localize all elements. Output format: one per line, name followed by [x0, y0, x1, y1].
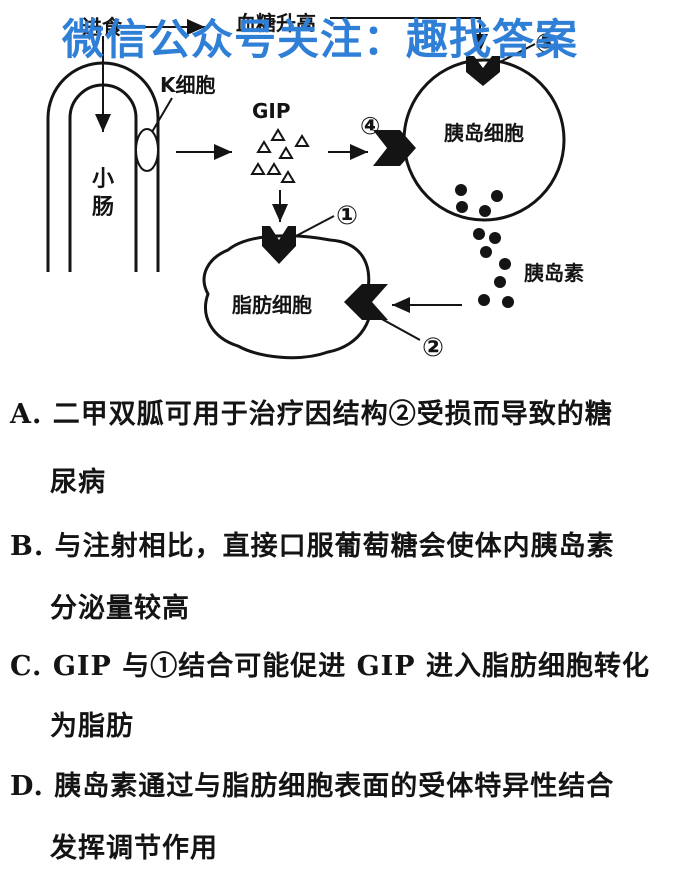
mark-1: ①	[336, 201, 358, 231]
mark-2: ②	[422, 333, 444, 363]
fat-cell	[202, 234, 373, 360]
option-c-line1: C. GIP 与①结合可能促进 GIP 进入脂肪细胞转化	[10, 651, 650, 682]
fat-cell-label: 脂肪细胞	[232, 293, 312, 317]
option-d-line1: D. 胰岛素通过与脂肪细胞表面的受体特异性结合	[10, 771, 615, 802]
option-c-line2: 为脂肪	[50, 711, 134, 742]
option-a-line2: 尿病	[50, 467, 106, 498]
receptor-4	[373, 130, 416, 166]
mark-4: ④	[360, 112, 380, 140]
option-a-line1: A. 二甲双胍可用于治疗因结构②受损而导致的糖	[10, 399, 613, 430]
k-cell-label: K细胞	[160, 73, 216, 97]
islet-cell-label: 胰岛细胞	[444, 121, 524, 145]
insulin-granules	[455, 184, 514, 308]
gip-label: GIP	[252, 99, 291, 123]
option-d-line2: 发挥调节作用	[50, 833, 218, 864]
food-label: 进食	[82, 15, 123, 39]
k-cell	[135, 128, 159, 172]
receptor-3	[466, 56, 500, 86]
watermark-text: 微信公众号关注：趣找答案	[62, 15, 579, 64]
intestine-label-2: 肠	[92, 195, 114, 220]
intestine-label-1: 小	[92, 167, 114, 192]
mark-3: ③	[535, 29, 557, 59]
option-b-line1: B. 与注射相比，直接口服葡萄糖会使体内胰岛素	[10, 531, 615, 562]
receptor-2	[344, 284, 388, 320]
blood-glucose-label: 血糖升高	[236, 11, 316, 35]
receptor-1	[262, 226, 296, 264]
glucose-regulation-diagram: 小 肠 进食 血糖升高 K细胞 GIP 胰岛细胞 ③ ④ 胰岛素	[46, 11, 584, 363]
gip-molecules	[250, 128, 310, 183]
insulin-label: 胰岛素	[524, 261, 584, 285]
glucose-arrow-2	[330, 17, 488, 52]
option-b-line2: 分泌量较高	[50, 593, 190, 624]
